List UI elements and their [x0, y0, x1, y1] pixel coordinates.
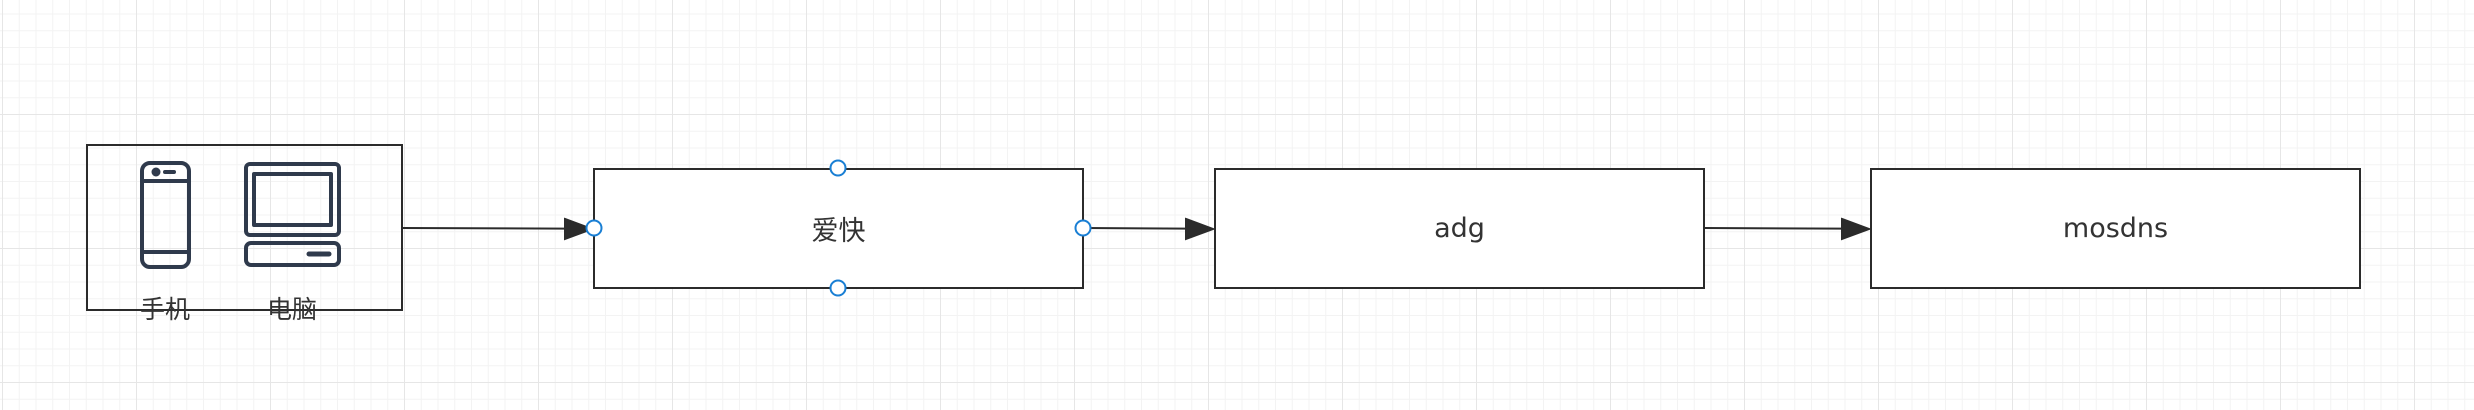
computer-label: 电脑: [266, 295, 318, 324]
node-mosdns[interactable]: mosdns: [1870, 168, 2361, 289]
node-mosdns-label: mosdns: [2062, 213, 2169, 244]
arrowhead-icon: [564, 217, 595, 241]
arrowhead-icon: [1841, 217, 1872, 241]
phone-label: 手机: [139, 295, 191, 324]
arrowhead-icon: [1185, 217, 1216, 241]
connection-handle-top[interactable]: [829, 159, 847, 177]
connection-handle-left[interactable]: [585, 219, 603, 237]
arrow-aikuai-to-adg[interactable]: [1083, 227, 1188, 230]
connectors: [402, 217, 1872, 241]
node-adg-label: adg: [1434, 213, 1485, 244]
device-group[interactable]: [86, 144, 403, 311]
arrow-devices-to-aikuai[interactable]: [402, 227, 567, 230]
node-aikuai[interactable]: 爱快: [593, 168, 1084, 289]
connection-handle-bottom[interactable]: [829, 279, 847, 297]
arrow-adg-to-mosdns[interactable]: [1703, 227, 1844, 230]
smartphone-icon: [140, 161, 191, 269]
node-aikuai-label: 爱快: [811, 216, 866, 247]
connection-handle-right[interactable]: [1074, 219, 1092, 237]
node-adg[interactable]: adg: [1214, 168, 1705, 289]
desktop-computer-icon: [244, 162, 341, 267]
